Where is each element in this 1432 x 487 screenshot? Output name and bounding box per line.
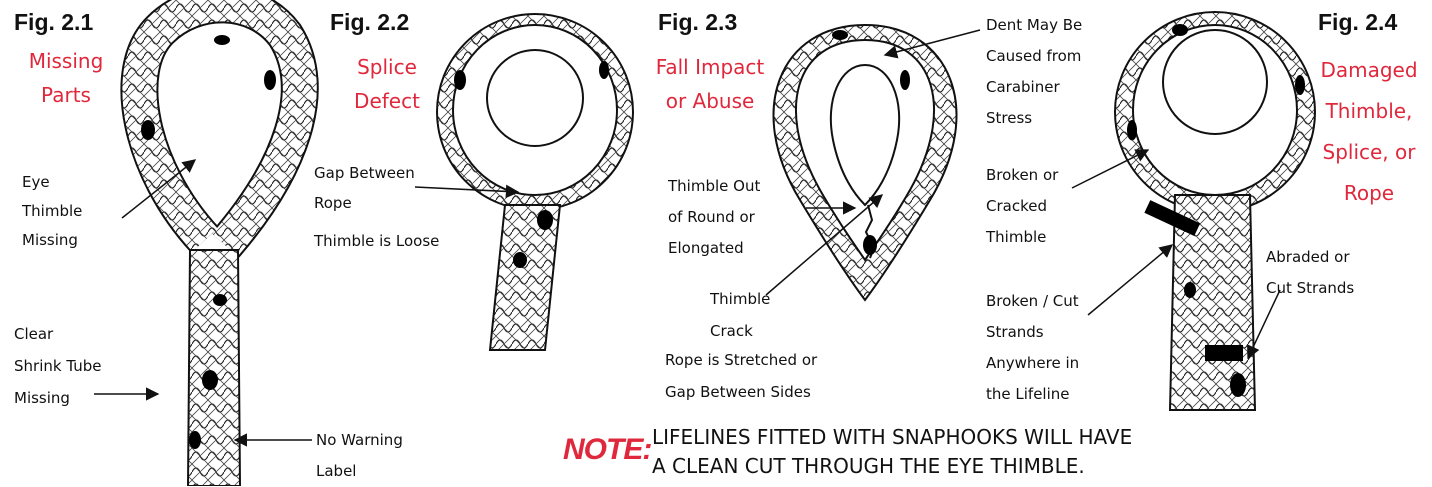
callout-line: Crack — [710, 315, 770, 347]
callout-line: Cracked — [986, 191, 1058, 222]
fig-2-4-title-line: Rope — [1308, 173, 1430, 214]
fig-2-1-rope — [139, 4, 299, 486]
callout-line: Dent May Be — [986, 10, 1082, 41]
fig-2-4-title: Damaged Thimble, Splice, or Rope — [1308, 50, 1430, 214]
callout-line: Strands — [986, 317, 1079, 348]
callout-line: Thimble — [986, 222, 1058, 253]
fig-2-1-title-line: Missing — [16, 44, 116, 78]
callout-line: No Warning — [316, 425, 403, 456]
fig-2-2-label: Fig. 2.2 — [330, 9, 409, 36]
callout-line: Gap Between — [314, 158, 415, 188]
fig-2-2-title-line: Splice — [332, 50, 442, 84]
callout-line: of Round or — [668, 202, 760, 233]
fig-2-1-label: Fig. 2.1 — [14, 9, 93, 36]
no-warning-label-callout: No Warning Label — [316, 425, 403, 487]
thimble-crack-callout: Thimble Crack — [710, 283, 770, 347]
rope-is-stretched-callout: Rope is Stretched or Gap Between Sides — [665, 344, 817, 408]
eye-thimble-missing-callout: Eye Thimble Missing — [22, 168, 82, 255]
fig-2-4-title-line: Splice, or — [1308, 132, 1430, 173]
fig-2-4-title-line: Thimble, — [1308, 91, 1430, 132]
callout-line: Rope is Stretched or — [665, 344, 817, 376]
thimble-is-loose-callout: Thimble is Loose — [314, 227, 439, 256]
callout-line: Broken or — [986, 160, 1058, 191]
fig-2-1-title: Missing Parts — [16, 44, 116, 112]
callout-line: Thimble — [22, 197, 82, 226]
callout-line: Stress — [986, 103, 1082, 134]
fig-2-4-title-line: Damaged — [1308, 50, 1430, 91]
note-text-line: A CLEAN CUT THROUGH THE EYE THIMBLE. — [652, 452, 1132, 481]
note-label: NOTE: — [563, 433, 651, 467]
callout-line: Eye — [22, 168, 82, 197]
fig-2-2-title-line: Defect — [332, 84, 442, 118]
callout-line: Clear — [14, 318, 101, 350]
gap-between-rope-callout: Gap Between Rope — [314, 158, 415, 218]
callout-line: Thimble Out — [668, 171, 760, 202]
callout-line: Label — [316, 456, 403, 487]
callout-line: Shrink Tube — [14, 350, 101, 382]
callout-line: Gap Between Sides — [665, 376, 817, 408]
callout-line: Broken / Cut — [986, 286, 1079, 317]
callout-line: the Lifeline — [986, 379, 1079, 410]
callout-line: Carabiner — [986, 72, 1082, 103]
fig-2-2-title: Splice Defect — [332, 50, 442, 118]
callout-line: Missing — [14, 382, 101, 414]
fig-2-3-thimble — [774, 25, 957, 300]
callout-line: Abraded or — [1266, 242, 1354, 273]
callout-line: Cut Strands — [1266, 273, 1354, 304]
callout-line: Thimble — [710, 283, 770, 315]
callout-line: Elongated — [668, 233, 760, 264]
clear-shrink-tube-missing-callout: Clear Shrink Tube Missing — [14, 318, 101, 414]
fig-2-2-thimble — [437, 14, 633, 350]
callout-line: Missing — [22, 226, 82, 255]
broken-or-cracked-thimble-callout: Broken or Cracked Thimble — [986, 160, 1058, 253]
fig-2-4-thimble — [1115, 12, 1315, 410]
note-text-line: LIFELINES FITTED WITH SNAPHOOKS WILL HAV… — [652, 423, 1132, 452]
fig-2-3-label: Fig. 2.3 — [658, 9, 737, 36]
abraded-or-cut-strands-callout: Abraded or Cut Strands — [1266, 242, 1354, 304]
fig-2-3-title: Fall Impact or Abuse — [640, 50, 780, 118]
dent-may-be-caused-callout: Dent May Be Caused from Carabiner Stress — [986, 10, 1082, 134]
callout-line: Rope — [314, 188, 415, 218]
fig-2-3-title-line: Fall Impact — [640, 50, 780, 84]
note-text: LIFELINES FITTED WITH SNAPHOOKS WILL HAV… — [652, 423, 1132, 481]
callout-line: Anywhere in — [986, 348, 1079, 379]
fig-2-3-title-line: or Abuse — [640, 84, 780, 118]
fig-2-4-label: Fig. 2.4 — [1318, 9, 1397, 36]
broken-cut-strands-callout: Broken / Cut Strands Anywhere in the Lif… — [986, 286, 1079, 410]
fig-2-1-title-line: Parts — [16, 78, 116, 112]
thimble-out-of-round-callout: Thimble Out of Round or Elongated — [668, 171, 760, 264]
callout-line: Caused from — [986, 41, 1082, 72]
